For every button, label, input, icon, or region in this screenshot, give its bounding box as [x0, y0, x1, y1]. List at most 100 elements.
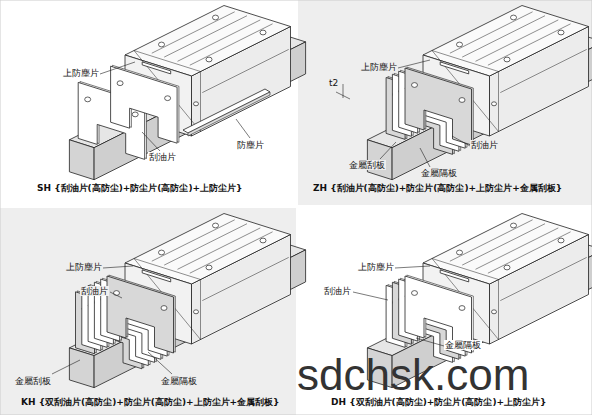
- part-outline: [206, 57, 212, 62]
- part-label: 金屬刮板: [14, 376, 52, 386]
- part-outline: [492, 310, 497, 314]
- leader-line: [152, 220, 235, 261]
- leader-line: [202, 49, 288, 92]
- part-outline: [504, 265, 510, 270]
- part-outline: [440, 270, 469, 282]
- part-outline: [111, 66, 178, 143]
- leader-line: [476, 228, 559, 269]
- part-outline: [492, 102, 497, 106]
- part-outline: [183, 89, 270, 133]
- caption-text: SH {刮油片(高防尘)+防尘片(高防尘)+上防尘片}: [36, 183, 244, 193]
- watermark: sdchsk.com: [296, 350, 530, 401]
- part-outline: [260, 30, 266, 35]
- part-outline: [558, 30, 564, 35]
- leader-line: [190, 24, 273, 65]
- leader-line: [488, 232, 571, 273]
- leader-line: [353, 292, 388, 300]
- leader-line: [452, 136, 470, 146]
- part-outline: [440, 62, 469, 74]
- part-outline: [206, 265, 212, 270]
- part-outline: [0, 208, 296, 415]
- part-outline: [194, 310, 199, 314]
- part-outline: [405, 68, 472, 145]
- part-outline: [125, 214, 291, 285]
- leader-line: [450, 220, 533, 261]
- part-outline: [69, 348, 94, 388]
- part-outline: [85, 97, 91, 102]
- leader-line: [178, 20, 261, 61]
- part-label: 刮油片: [323, 286, 352, 296]
- part-outline: [69, 140, 94, 180]
- part-label: 金屬刮板: [348, 160, 386, 170]
- part-label: 上防塵片: [65, 262, 103, 272]
- leader-line: [416, 338, 444, 346]
- leader-line: [236, 119, 250, 138]
- leader-line: [450, 12, 533, 53]
- part-outline: [457, 42, 463, 47]
- leader-line: [110, 292, 122, 298]
- part-outline: [412, 291, 418, 296]
- leader-line: [488, 24, 571, 65]
- part-outline: [142, 62, 171, 74]
- part-outline: [459, 98, 465, 103]
- part-label: 金屬隔板: [420, 168, 458, 178]
- leader-line: [202, 257, 288, 300]
- part-outline: [117, 81, 123, 86]
- part-outline: [213, 223, 219, 228]
- part-label: 刮油片: [470, 140, 499, 150]
- part-outline: [558, 238, 564, 243]
- part-outline: [132, 112, 138, 117]
- leader-line: [152, 12, 235, 53]
- part-outline: [107, 276, 174, 353]
- leader-line: [395, 266, 430, 268]
- leader-line: [398, 60, 430, 68]
- leader-line: [148, 352, 172, 374]
- part-label: 金屬隔板: [160, 376, 198, 386]
- part-outline: [412, 83, 418, 88]
- leader-line: [462, 224, 545, 265]
- part-outline: [165, 96, 171, 101]
- leader-line: [178, 228, 261, 269]
- part-outline: [423, 214, 589, 285]
- leader-line: [142, 132, 160, 151]
- leader-line: [100, 62, 135, 74]
- part-outline: [511, 15, 517, 20]
- part-label: 刮油片: [148, 152, 177, 162]
- part-outline: [0, 0, 296, 205]
- part-outline: [298, 0, 592, 205]
- leader-line: [164, 224, 247, 265]
- leader-line: [103, 266, 133, 268]
- caption-text: ZH {刮油片(高防尘)+防尘片(高防尘)+上防尘片+金属刮板}: [312, 183, 563, 193]
- leader-line: [462, 16, 545, 57]
- part-outline: [423, 6, 589, 77]
- part-label: 金屬隔板: [444, 340, 482, 350]
- part-outline: [159, 250, 165, 255]
- part-outline: [457, 250, 463, 255]
- leader-line: [190, 232, 273, 273]
- part-outline: [125, 6, 291, 77]
- part-outline: [161, 306, 167, 311]
- leader-line: [420, 148, 430, 167]
- part-outline: [504, 57, 510, 62]
- part-outline: [213, 15, 219, 20]
- part-label: t2: [328, 78, 339, 88]
- leader-line: [500, 49, 586, 92]
- leader-line: [380, 142, 396, 159]
- part-outline: [142, 270, 171, 282]
- part-label: 上防塵片: [62, 68, 100, 78]
- part-outline: [511, 223, 517, 228]
- part-outline: [114, 291, 120, 296]
- part-label: 上防塵片: [357, 262, 395, 272]
- part-outline: [159, 42, 165, 47]
- part-label: 防塵片: [236, 140, 265, 150]
- part-outline: [188, 92, 270, 136]
- caption-text: KH {双刮油片(高防尘)+防尘片(高防尘)+上防尘片+金属刮板}: [20, 397, 281, 407]
- leader-line: [476, 20, 559, 61]
- part-label: 刮油片: [80, 286, 109, 296]
- leader-line: [52, 360, 80, 374]
- part-outline: [260, 238, 266, 243]
- part-label: 上防塵片: [360, 62, 398, 72]
- leader-line: [164, 16, 247, 57]
- leader-line: [500, 257, 586, 300]
